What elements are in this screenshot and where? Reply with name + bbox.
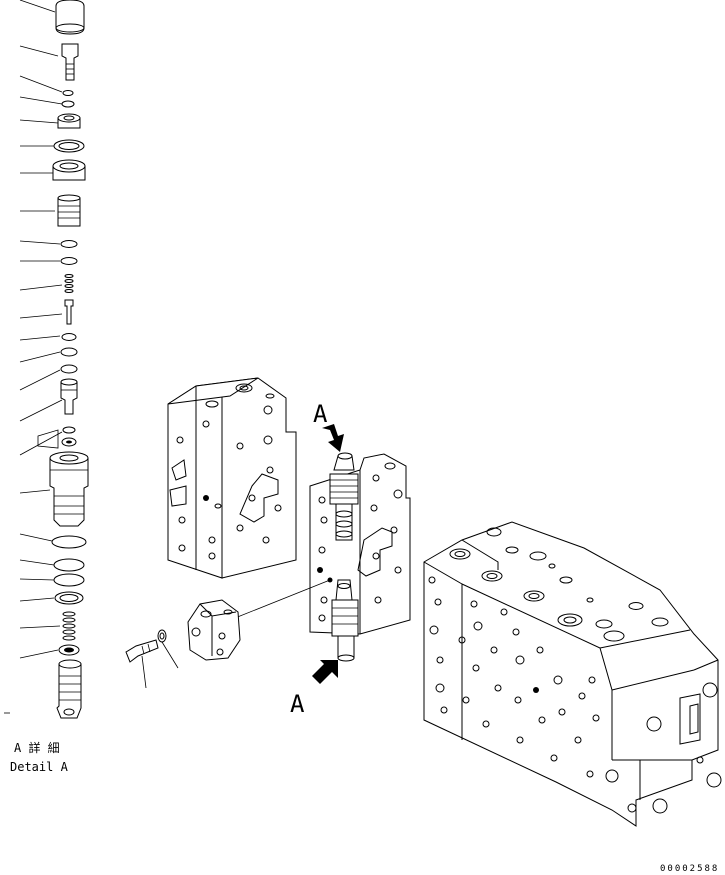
valve-cartridge [49, 451, 89, 527]
piston-part [60, 378, 78, 415]
plug-body [57, 194, 81, 227]
valve-section-front-view: A A [290, 400, 411, 718]
flange-washer [157, 629, 179, 669]
valve-spring [62, 611, 76, 641]
poppet-part [56, 659, 82, 719]
pin-part [64, 299, 74, 325]
detail-label-japanese: A 詳 細 [14, 740, 60, 755]
gasket-ring [53, 139, 85, 153]
small-spring [64, 274, 74, 293]
callout-arrow-bottom [312, 660, 338, 684]
lower-spool-assembly [331, 579, 359, 662]
small-ring-2 [61, 100, 75, 108]
o-ring-small-1 [60, 240, 78, 248]
upper-spool-assembly [329, 452, 359, 541]
o-ring-large-1 [51, 535, 87, 549]
large-nut-part [52, 159, 86, 181]
o-ring-large-2 [53, 558, 85, 572]
o-ring-large-3 [53, 573, 85, 587]
flange-block-assembly [125, 579, 331, 689]
leader-lines [4, 0, 63, 714]
bolt-part [61, 43, 79, 81]
drawing-number: 00002588 [660, 864, 719, 874]
nut-part [57, 113, 81, 129]
reference-bracket [37, 429, 59, 449]
valve-section-rear-view [167, 377, 297, 579]
o-ring-small-5 [60, 364, 78, 374]
callout-letter-bottom: A [290, 690, 305, 718]
washer-pair [61, 426, 77, 447]
detail-a-parts-column: A 詳 細 Detail A [4, 0, 89, 774]
o-ring-small-2 [60, 257, 78, 265]
o-ring-small-4 [60, 347, 78, 357]
o-ring-small-3 [61, 333, 77, 341]
flange-bolt [125, 639, 159, 689]
cap-part [55, 0, 85, 35]
small-ring-1 [62, 90, 74, 96]
detail-label-english: Detail A [10, 760, 69, 774]
callout-letter-top: A [313, 400, 328, 428]
main-control-valve-block [423, 521, 722, 827]
backup-ring [54, 591, 84, 605]
seat-ring [58, 644, 80, 656]
callout-arrow-top [322, 424, 344, 452]
